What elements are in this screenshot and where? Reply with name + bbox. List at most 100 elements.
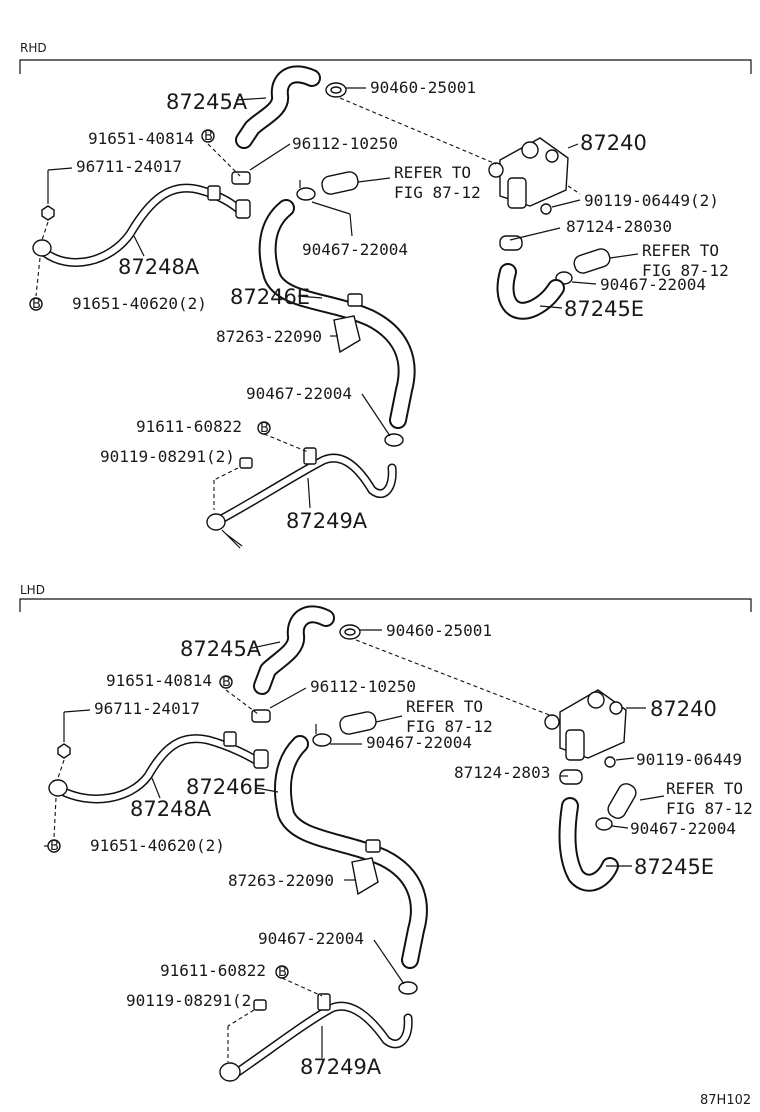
refer-tube-2 bbox=[573, 248, 611, 274]
label-87240-lhd: 87240 bbox=[650, 697, 717, 721]
svg-text:B: B bbox=[50, 839, 59, 854]
b-marker-91611: B bbox=[257, 421, 271, 436]
grommet-96711-lhd bbox=[57, 743, 71, 759]
label-87245e-lhd: 87245E bbox=[634, 855, 714, 879]
hose-87246e-lhd bbox=[273, 735, 428, 969]
bracket-87263 bbox=[333, 315, 361, 354]
valve-87240-lhd bbox=[544, 689, 627, 761]
pipe-flange bbox=[32, 239, 52, 257]
clamp-90460 bbox=[325, 82, 347, 98]
label-87249a-lhd: 87249A bbox=[300, 1055, 382, 1079]
clamp-87124-lhd bbox=[559, 769, 583, 785]
label-96711-24017: 96711-24017 bbox=[76, 157, 182, 176]
label-fig-87-12-2-lhd: FIG 87-12 bbox=[666, 799, 753, 818]
label-96711-24017-lhd: 96711-24017 bbox=[94, 699, 200, 718]
clamp-90467-bottom-lhd bbox=[398, 981, 418, 995]
pipe-87249a bbox=[206, 447, 397, 549]
label-91611-60822-lhd: 91611-60822 bbox=[160, 961, 266, 980]
b-marker-91651-40814-lhd: B bbox=[219, 675, 233, 690]
label-91651-40814: 91651-40814 bbox=[88, 129, 194, 148]
b-marker-91611-lhd: B bbox=[275, 965, 289, 980]
label-87245e: 87245E bbox=[564, 297, 644, 321]
label-87246e: 87246E bbox=[230, 285, 310, 309]
label-90119-06449-lhd: 90119-06449 bbox=[636, 750, 742, 769]
clamp-90460-lhd bbox=[339, 624, 361, 640]
figure-code: 87H102 bbox=[700, 1093, 751, 1108]
bolt-90119-08291 bbox=[239, 457, 253, 469]
label-87124-28030: 87124-28030 bbox=[566, 217, 672, 236]
section-label-rhd: RHD bbox=[20, 41, 47, 55]
clamp-90467-top bbox=[296, 180, 316, 201]
label-96112-10250-lhd: 96112-10250 bbox=[310, 677, 416, 696]
label-90467-22004-b: 90467-22004 bbox=[600, 275, 706, 294]
svg-text:B: B bbox=[32, 297, 41, 312]
refer-tube-2-lhd bbox=[607, 783, 637, 819]
label-91651-40814-lhd: 91651-40814 bbox=[106, 671, 212, 690]
clamp-90467-right-lhd bbox=[595, 817, 613, 831]
bolt-90119-06449-lhd bbox=[604, 756, 635, 768]
rhd-section: RHD bbox=[19, 41, 752, 549]
pipe-87248a-lhd bbox=[48, 731, 269, 804]
label-87263-22090-lhd: 87263-22090 bbox=[228, 871, 334, 890]
svg-text:B: B bbox=[204, 129, 213, 144]
label-90467-22004-b-lhd: 90467-22004 bbox=[630, 819, 736, 838]
label-90460-25001: 90460-25001 bbox=[370, 78, 476, 97]
label-fig-87-12-1: FIG 87-12 bbox=[394, 183, 481, 202]
label-90467-22004-c-lhd: 90467-22004 bbox=[258, 929, 364, 948]
svg-text:B: B bbox=[222, 675, 231, 690]
b-marker-91651-40620: B bbox=[29, 297, 43, 312]
lhd-frame bbox=[19, 598, 752, 612]
label-96112-10250: 96112-10250 bbox=[292, 134, 398, 153]
valve-87240 bbox=[488, 137, 569, 209]
label-fig-87-12-2: FIG 87-12 bbox=[642, 261, 729, 280]
lhd-dashed-lines bbox=[53, 639, 553, 1062]
bolt-90119-06449 bbox=[540, 199, 581, 215]
label-refer-to-1: REFER TO bbox=[394, 163, 471, 182]
label-90467-22004-a: 90467-22004 bbox=[302, 240, 408, 259]
lhd-leaders bbox=[44, 629, 665, 1058]
label-87124-2803-lhd: 87124-2803 bbox=[454, 763, 550, 782]
label-90119-08291: 90119-08291(2) bbox=[100, 447, 235, 466]
lhd-section: LHD bbox=[19, 583, 753, 1082]
grommet-96711 bbox=[41, 205, 55, 221]
hose-87245e bbox=[496, 263, 565, 320]
hose-87245a-lhd bbox=[253, 605, 335, 695]
bracket-87263-lhd bbox=[351, 857, 379, 896]
clamp-87124 bbox=[499, 235, 523, 251]
hose-87245a bbox=[235, 65, 321, 149]
b-marker-91651-40620-lhd: B bbox=[47, 839, 61, 854]
label-87248a: 87248A bbox=[118, 255, 200, 279]
hose-87246e bbox=[258, 199, 416, 429]
label-90119-08291-lhd: 90119-08291(2 bbox=[126, 991, 251, 1010]
label-87245a: 87245A bbox=[166, 90, 248, 114]
rhd-dashed-lines bbox=[35, 97, 581, 510]
refer-tube-1 bbox=[321, 171, 359, 195]
label-87245a-lhd: 87245A bbox=[180, 637, 262, 661]
label-90467-22004-a-lhd: 90467-22004 bbox=[366, 733, 472, 752]
refer-tube-1-lhd bbox=[339, 711, 377, 735]
section-label-lhd: LHD bbox=[20, 583, 45, 597]
clamp-90467-bottom bbox=[384, 433, 404, 447]
label-fig-87-12-1-lhd: FIG 87-12 bbox=[406, 717, 493, 736]
label-87240: 87240 bbox=[580, 131, 647, 155]
label-90467-22004-c: 90467-22004 bbox=[246, 384, 352, 403]
rhd-leaders bbox=[47, 87, 639, 509]
label-90460-25001-lhd: 90460-25001 bbox=[386, 621, 492, 640]
rhd-frame bbox=[19, 59, 752, 74]
hose-87245e-lhd bbox=[558, 797, 619, 892]
clamp-90467-top-lhd bbox=[312, 724, 332, 747]
label-87246e-lhd: 87246E bbox=[186, 775, 266, 799]
bolt-90119-08291-lhd bbox=[253, 999, 267, 1011]
svg-text:B: B bbox=[278, 965, 287, 980]
pipe-87248a bbox=[32, 183, 251, 267]
label-87263-22090: 87263-22090 bbox=[216, 327, 322, 346]
b-marker-91651-40814: B bbox=[201, 129, 215, 144]
label-91651-40620: 91651-40620(2) bbox=[72, 294, 207, 313]
label-90119-06449: 90119-06449(2) bbox=[584, 191, 719, 210]
label-87249a: 87249A bbox=[286, 509, 368, 533]
svg-text:B: B bbox=[260, 421, 269, 436]
label-91651-40620-lhd: 91651-40620(2) bbox=[90, 836, 225, 855]
label-refer-to-1-lhd: REFER TO bbox=[406, 697, 483, 716]
label-refer-to-2-lhd: REFER TO bbox=[666, 779, 743, 798]
